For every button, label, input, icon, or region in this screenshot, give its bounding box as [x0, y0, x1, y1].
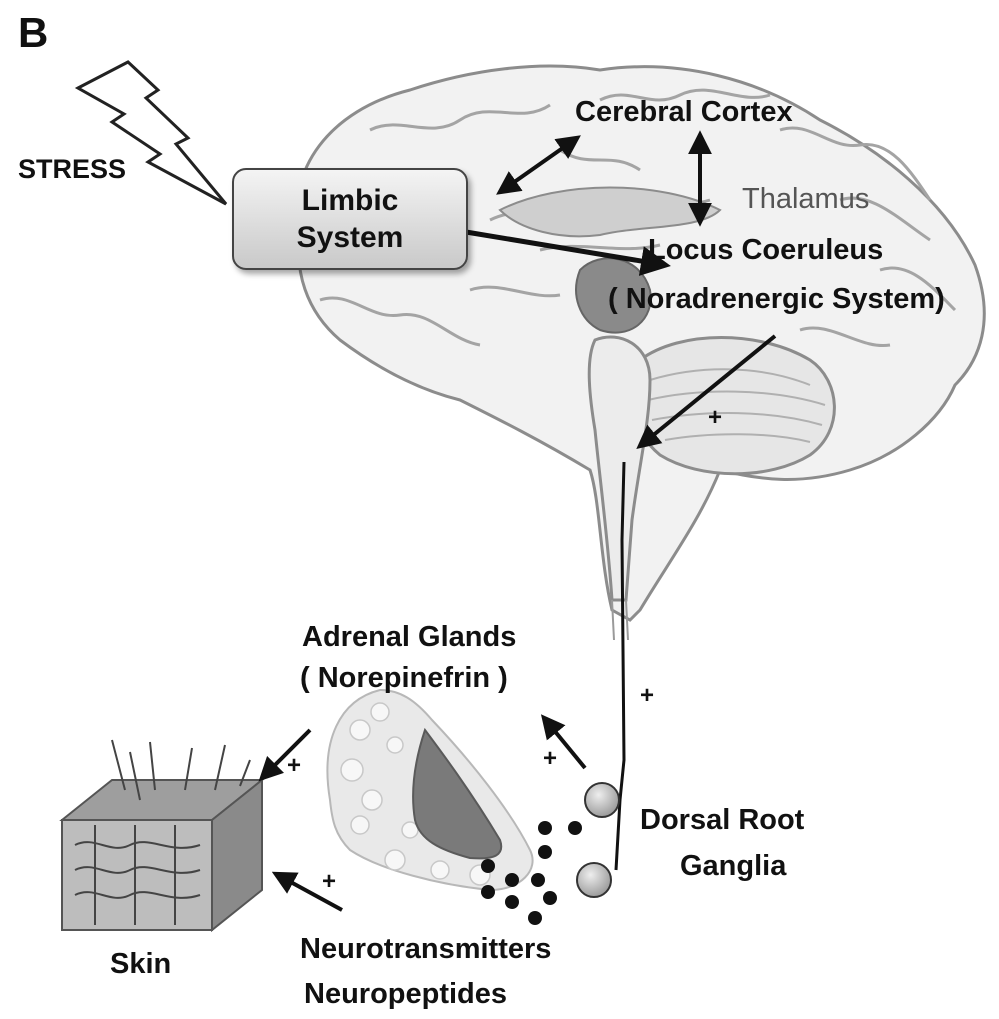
limbic-line2: System — [297, 219, 404, 257]
limbic-system-box: Limbic System — [232, 168, 468, 270]
noradrenergic-system-label: ( Noradrenergic System) — [608, 285, 945, 314]
stress-label: STRESS — [18, 156, 126, 183]
ganglion-lower — [577, 863, 611, 897]
ganglion-upper — [585, 783, 619, 817]
panel-letter: B — [18, 12, 48, 54]
thalamus-label: Thalamus — [742, 185, 869, 214]
plus-sign-adrenal: + — [543, 747, 557, 771]
plus-sign-skin-upper: + — [287, 754, 301, 778]
plus-sign-skin-lower: + — [322, 870, 336, 894]
norepinefrin-label: ( Norepinefrin ) — [300, 664, 508, 693]
adrenal-glands-label: Adrenal Glands — [302, 623, 516, 652]
dorsal-root-label: Dorsal Root — [640, 806, 804, 835]
limbic-line1: Limbic — [302, 182, 399, 220]
cerebral-cortex-label: Cerebral Cortex — [575, 98, 793, 127]
arrow-adrenal-skin — [262, 730, 310, 778]
neuropeptides-label: Neuropeptides — [304, 980, 507, 1009]
locus-coeruleus-label: Locus Coeruleus — [648, 236, 883, 265]
skin-label: Skin — [110, 950, 171, 979]
neurotransmitters-label: Neurotransmitters — [300, 935, 551, 964]
plus-sign-brainstem: + — [708, 406, 722, 430]
skin-block-illustration — [62, 740, 262, 930]
ganglia-label: Ganglia — [680, 852, 786, 881]
adrenal-gland-illustration — [327, 690, 532, 890]
brain-illustration — [297, 66, 984, 640]
plus-sign-nerve: + — [640, 684, 654, 708]
